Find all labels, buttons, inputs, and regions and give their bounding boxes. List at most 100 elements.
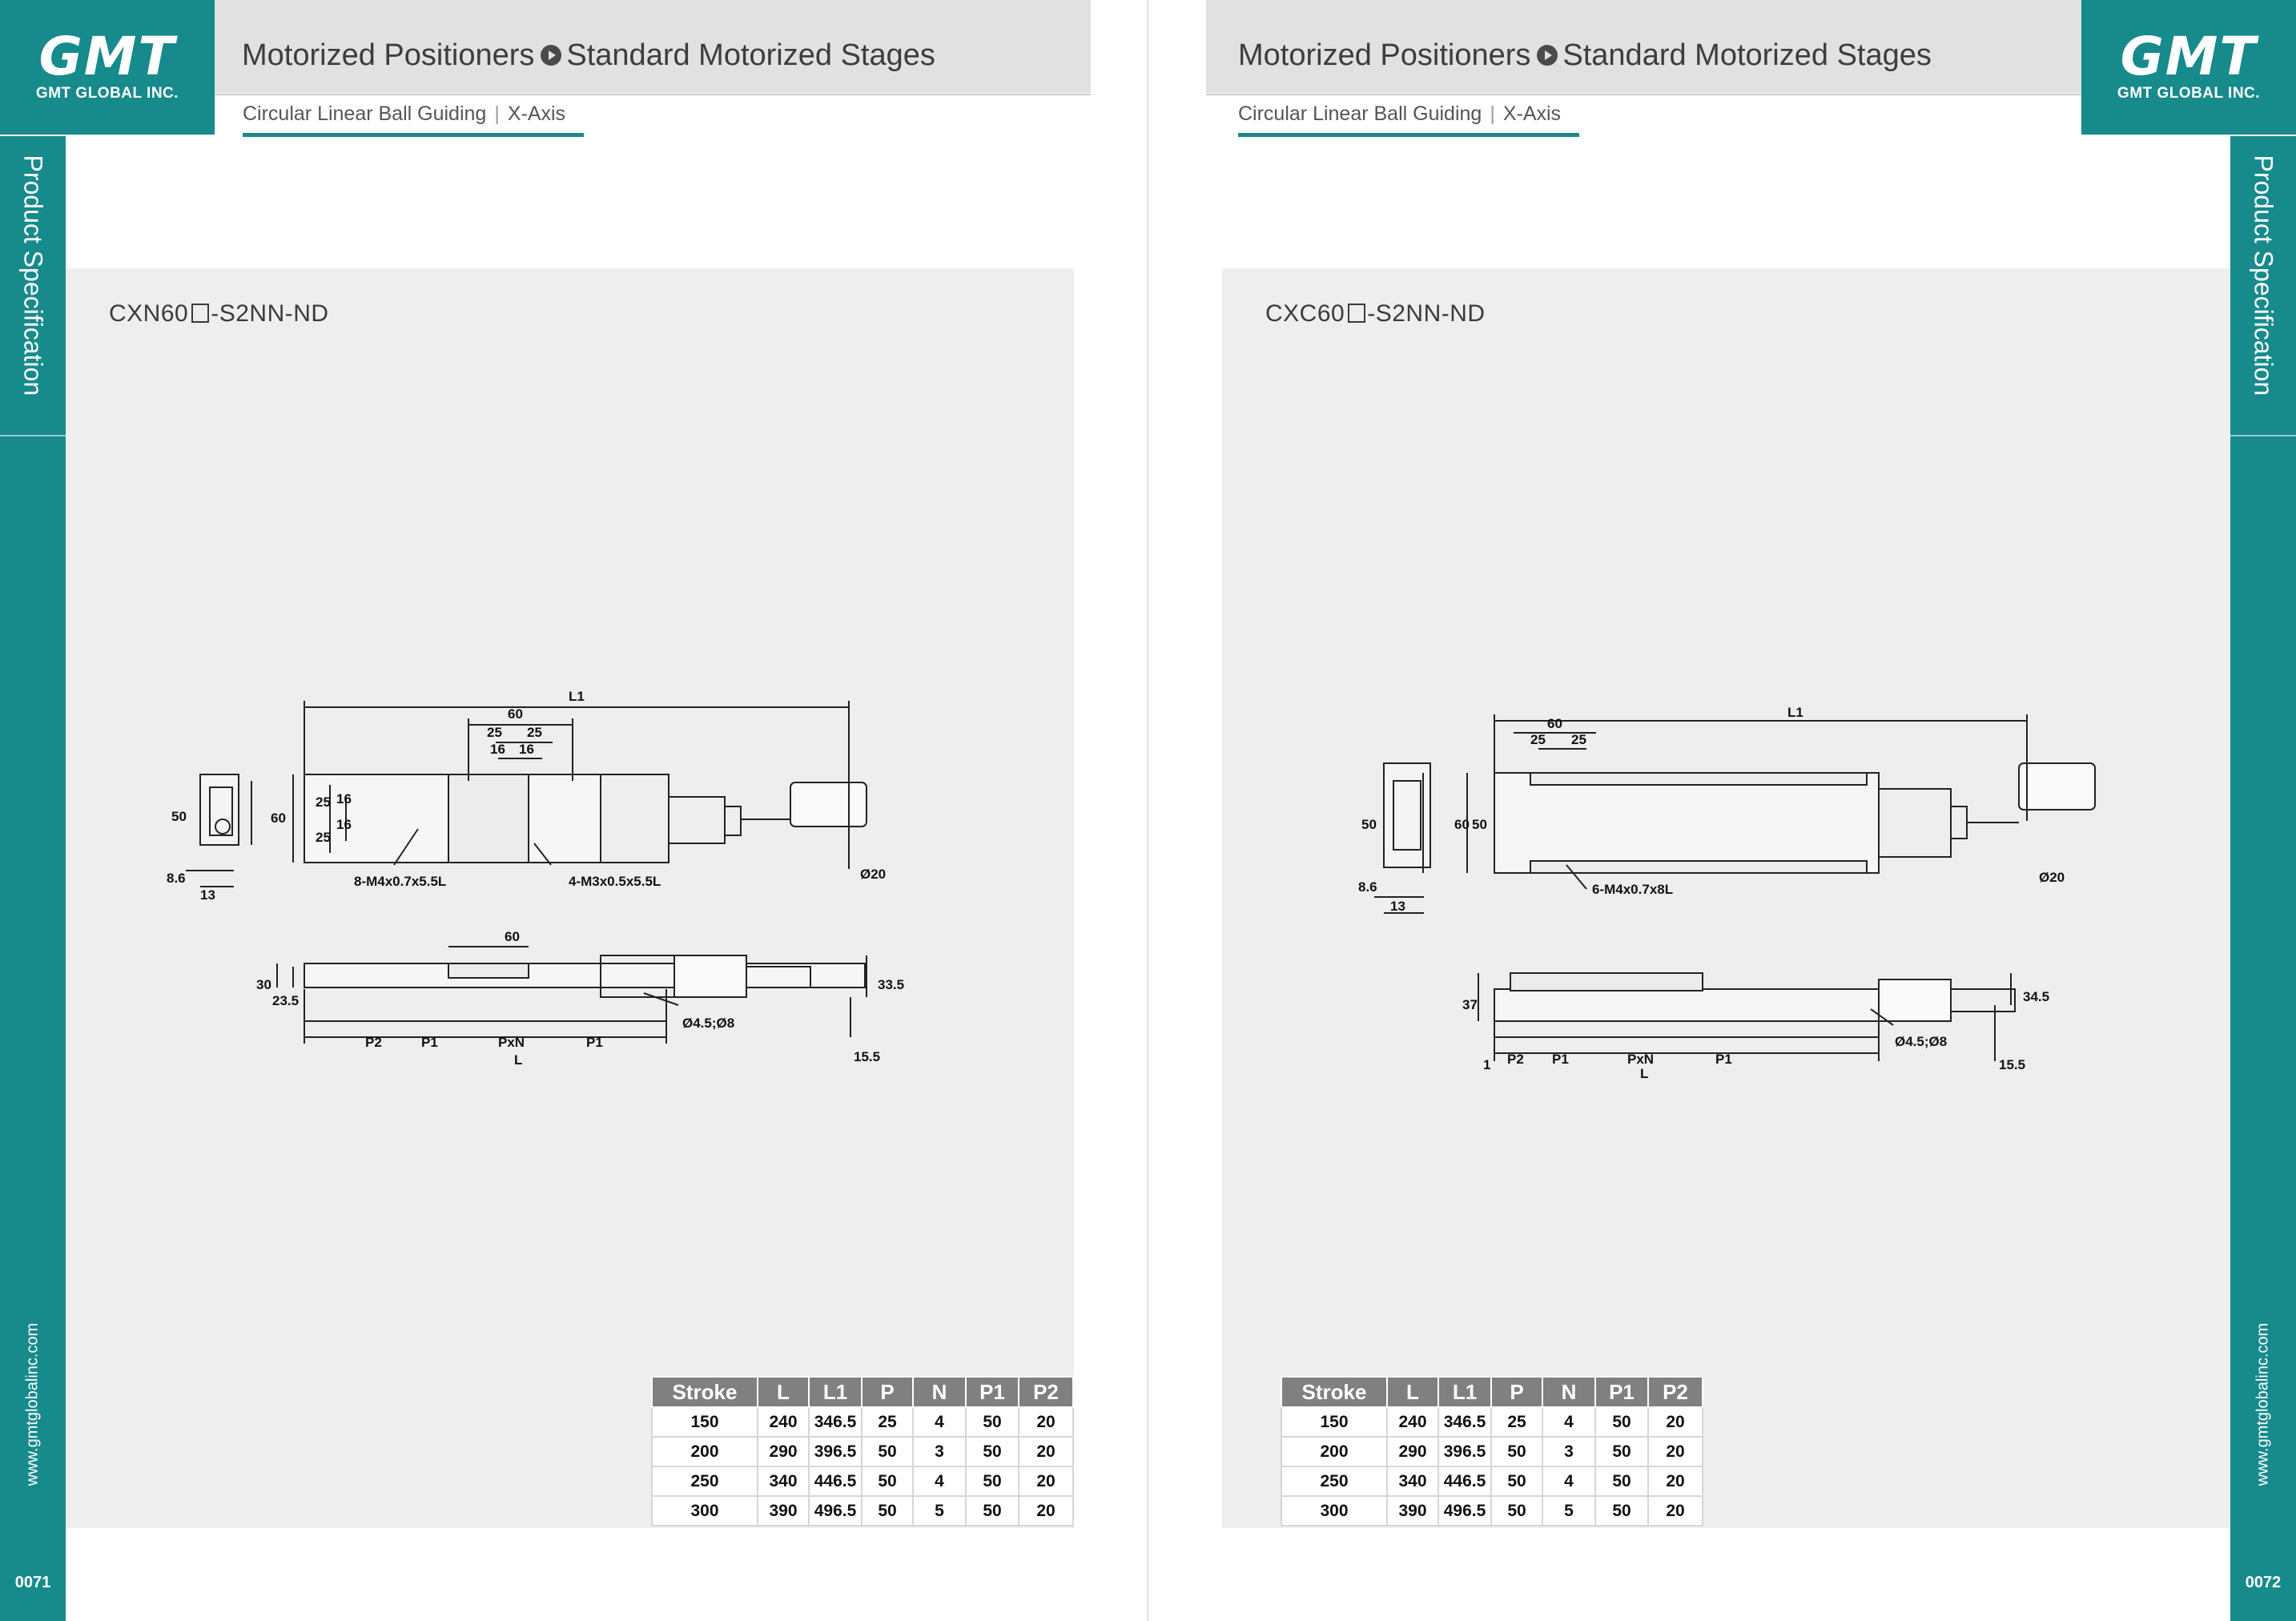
dim-pxn: PxN <box>498 1035 525 1050</box>
header-category: Motorized Positioners <box>1238 38 1531 72</box>
table-cell: 4 <box>912 1406 967 1438</box>
dim-pxn: PxN <box>1627 1052 1654 1067</box>
table-cell: 300 <box>1281 1495 1388 1526</box>
dim-dia20: Ø20 <box>860 867 886 882</box>
breadcrumb: Circular Linear Ball Guiding|X-Axis <box>243 103 565 126</box>
dim-p1b: P1 <box>1715 1052 1732 1067</box>
table-cell: 50 <box>1594 1495 1649 1526</box>
spec-table-header: Stroke L L1 P N P1 P2 <box>651 1376 1074 1408</box>
table-cell: 20 <box>1647 1466 1703 1497</box>
note-cbore: Ø4.5;Ø8 <box>1895 1034 1947 1049</box>
table-cell: 200 <box>651 1436 758 1467</box>
dim-p1a: P1 <box>1552 1052 1569 1067</box>
table-cell: 20 <box>1018 1436 1074 1467</box>
table-cell: 4 <box>912 1466 967 1497</box>
logo-tagline: GMT GLOBAL INC. <box>35 85 179 102</box>
left-page: GMT GMT GLOBAL INC. Motorized Positioner… <box>0 0 1091 1621</box>
dim-v25b: 25 <box>316 830 331 845</box>
col-stroke: Stroke <box>1281 1376 1388 1408</box>
dim-w16b: 16 <box>519 742 534 757</box>
table-cell: 346.5 <box>1438 1406 1492 1438</box>
dim-p1a: P1 <box>421 1035 438 1050</box>
breadcrumb-separator: | <box>1490 103 1495 125</box>
col-p2: P2 <box>1018 1376 1074 1408</box>
table-cell: 446.5 <box>808 1466 863 1497</box>
model-number: CXC60-S2NN-ND <box>1265 300 1486 328</box>
note-holes-a: 6-M4x0.7x8L <box>1592 882 1673 897</box>
table-cell: 240 <box>1386 1406 1439 1438</box>
table-cell: 25 <box>861 1406 914 1438</box>
dim-p2: P2 <box>365 1035 382 1050</box>
model-prefix: CXN60 <box>109 300 189 327</box>
note-cbore: Ø4.5;Ø8 <box>682 1016 734 1031</box>
dim-d13: 13 <box>200 887 215 903</box>
table-cell: 340 <box>1386 1466 1439 1497</box>
dim-l: L <box>514 1052 522 1068</box>
table-cell: 290 <box>757 1436 810 1467</box>
table-cell: 300 <box>651 1495 758 1526</box>
dim-h60: 60 <box>271 810 286 826</box>
dim-w25a: 25 <box>1530 732 1546 747</box>
table-cell: 50 <box>965 1436 1019 1467</box>
model-suffix: -S2NN-ND <box>211 300 329 327</box>
table-cell: 346.5 <box>808 1406 863 1438</box>
table-cell: 50 <box>965 1495 1019 1526</box>
table-cell: 50 <box>1490 1436 1543 1467</box>
spec-panel: CXC60-S2NN-ND <box>1222 268 2230 1528</box>
table-cell: 4 <box>1542 1406 1596 1438</box>
website-url: www.gmtglobalinc.com <box>23 1322 42 1486</box>
table-cell: 50 <box>1490 1495 1543 1526</box>
dim-h50: 50 <box>1361 817 1377 832</box>
dim-dia20: Ø20 <box>2039 870 2065 885</box>
dim-w16a: 16 <box>490 742 505 757</box>
dim-s30: 30 <box>256 977 271 992</box>
col-l: L <box>757 1376 810 1408</box>
table-cell: 25 <box>1490 1406 1543 1438</box>
dim-w25b: 25 <box>1571 732 1586 747</box>
table-cell: 50 <box>1594 1466 1649 1497</box>
breadcrumb-axis: X-Axis <box>507 103 566 125</box>
logo-mark: GMT <box>2120 26 2258 87</box>
dim-s155: 15.5 <box>854 1049 880 1064</box>
dim-h60: 60 <box>1454 817 1470 832</box>
side-divider <box>0 435 66 436</box>
table-cell: 240 <box>757 1406 810 1438</box>
dim-s37: 37 <box>1462 997 1478 1012</box>
brand-logo: GMT GMT GLOBAL INC. <box>0 0 215 135</box>
dim-w60: 60 <box>1547 716 1562 731</box>
table-cell: 5 <box>1542 1495 1596 1526</box>
table-cell: 5 <box>912 1495 967 1526</box>
header-bar <box>1206 0 2082 93</box>
dim-s345: 34.5 <box>2023 989 2049 1004</box>
table-cell: 3 <box>1542 1436 1596 1467</box>
dim-v16a: 16 <box>336 791 352 806</box>
table-cell: 150 <box>1281 1406 1388 1438</box>
dim-w60: 60 <box>508 706 523 722</box>
page-number: 0071 <box>14 1574 51 1591</box>
col-n: N <box>912 1376 967 1408</box>
table-cell: 20 <box>1647 1406 1703 1438</box>
section-label: Product Specification <box>2249 155 2278 396</box>
table-cell: 20 <box>1018 1466 1074 1497</box>
model-suffix: -S2NN-ND <box>1367 300 1486 327</box>
website-url: www.gmtglobalinc.com <box>2254 1322 2272 1486</box>
dim-v16b: 16 <box>336 817 352 832</box>
table-cell: 150 <box>651 1406 758 1438</box>
dim-l1: L1 <box>1787 705 1803 720</box>
dim-l: L <box>1640 1066 1648 1081</box>
arrow-right-icon <box>541 44 562 66</box>
section-label: Product Specification <box>18 155 48 396</box>
dim-s235: 23.5 <box>272 993 299 1008</box>
side-strip: Product Specification www.gmtglobalinc.c… <box>2230 136 2296 1621</box>
col-p1: P1 <box>965 1376 1019 1408</box>
spec-table-header: Stroke L L1 P N P1 P2 <box>1281 1376 1703 1408</box>
table-cell: 20 <box>1647 1495 1703 1526</box>
